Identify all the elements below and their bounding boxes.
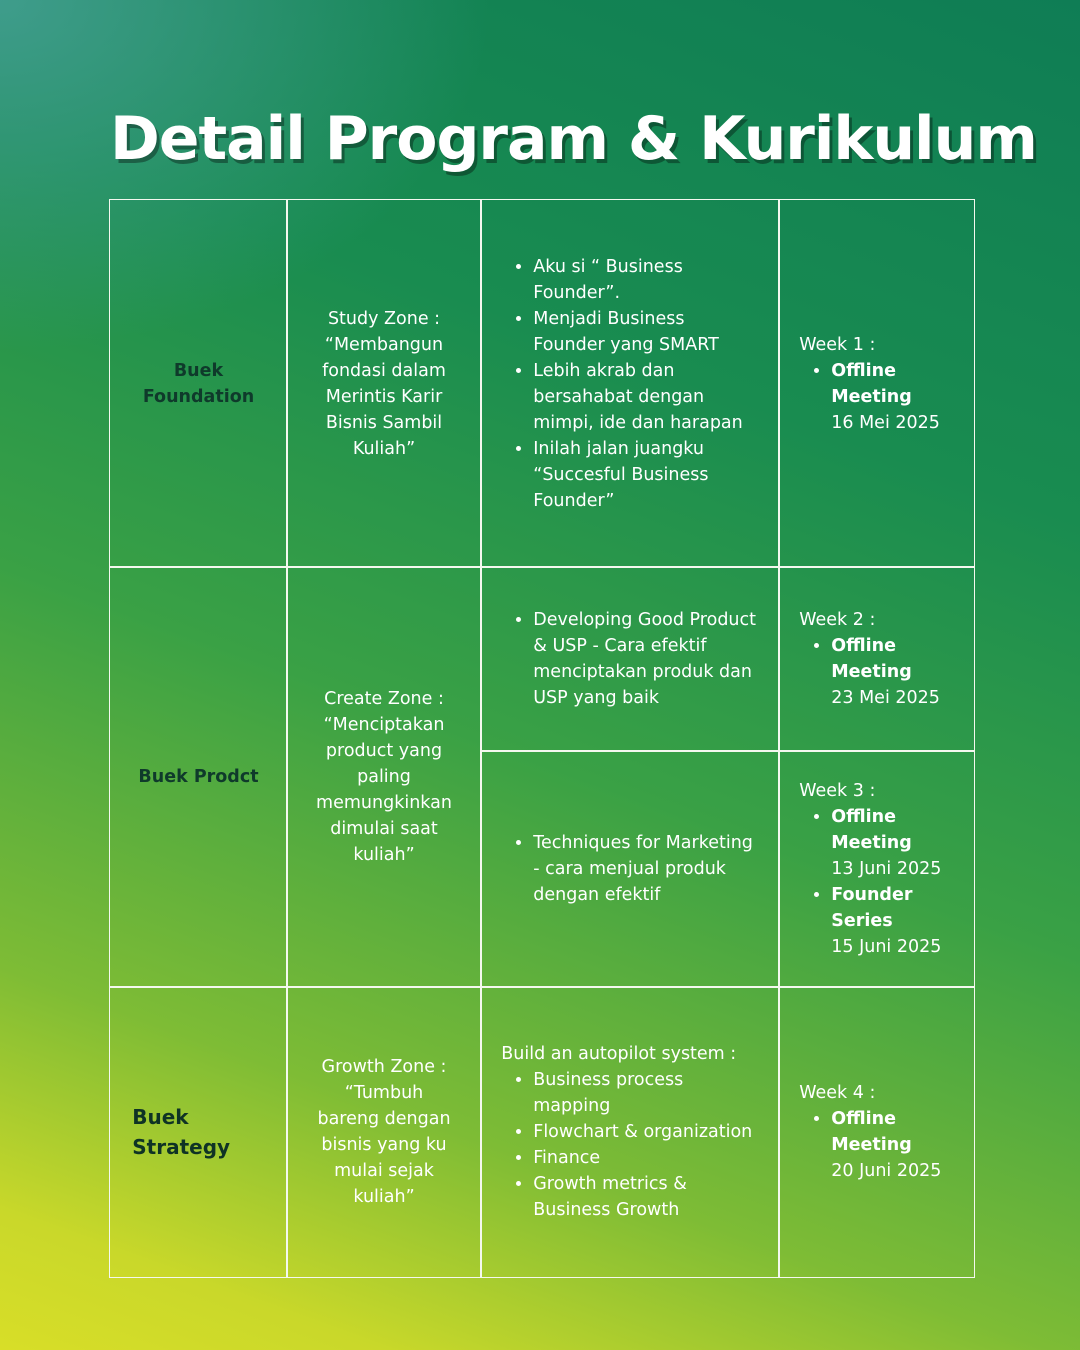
event-name: Meeting xyxy=(831,833,912,853)
topic-item: Flowchart & organization xyxy=(533,1119,757,1145)
topics-list: Developing Good Product & USP - Cara efe… xyxy=(501,607,757,711)
topic-item: Growth metrics & Business Growth xyxy=(533,1171,757,1223)
zone-line: “Tumbuh xyxy=(344,1083,424,1103)
event-name: Offline xyxy=(831,807,896,827)
zone-line: Study Zone : xyxy=(327,308,441,329)
topics-cell: Techniques for Marketing - cara menjual … xyxy=(480,750,780,988)
week-label: Week 2 : xyxy=(799,610,876,630)
schedule-cell: Week 3 : Offline Meeting 13 Juni 2025 Fo… xyxy=(778,750,975,988)
zone-line: mulai sejak xyxy=(334,1161,434,1181)
module-label: Buek Foundation xyxy=(143,358,254,410)
curriculum-table: Buek Foundation Study Zone : “Membangun … xyxy=(109,199,975,1278)
zone-line: fondasi dalam xyxy=(322,360,446,381)
module-label-cell: Buek Prodct xyxy=(109,566,288,988)
module-label: Buek Prodct xyxy=(138,767,259,787)
topic-item: Aku si “ Business Founder”. xyxy=(533,254,757,306)
topic-item: Developing Good Product & USP - Cara efe… xyxy=(533,607,757,711)
zone-line: paling xyxy=(357,767,411,787)
topics-cell: Developing Good Product & USP - Cara efe… xyxy=(480,566,780,752)
zone-line: Create Zone : xyxy=(324,689,444,709)
module-label-line: Buek xyxy=(173,360,224,381)
event-item: Offline Meeting 13 Juni 2025 xyxy=(831,804,941,882)
topic-item: Inilah jalan juangku “Succesful Business… xyxy=(533,436,757,514)
event-item: Offline Meeting 20 Juni 2025 xyxy=(831,1106,941,1184)
event-item: Founder Series 15 Juni 2025 xyxy=(831,882,941,960)
event-name: Founder xyxy=(831,885,913,905)
zone-line: kuliah” xyxy=(353,1187,415,1207)
topics-list: Techniques for Marketing - cara menjual … xyxy=(501,830,757,908)
zone-line: bareng dengan xyxy=(317,1109,451,1129)
schedule-cell: Week 4 : Offline Meeting 20 Juni 2025 xyxy=(778,986,975,1278)
event-name: Series xyxy=(831,911,893,931)
zone-line: Merintis Karir xyxy=(325,386,443,407)
topic-item: Business process mapping xyxy=(533,1067,757,1119)
zone-text: Create Zone : “Menciptakan product yang … xyxy=(316,686,452,868)
zone-line: “Menciptakan xyxy=(323,715,445,735)
module-label: Buek Strategy xyxy=(132,1102,230,1162)
event-item: Offline Meeting 23 Mei 2025 xyxy=(831,633,940,711)
event-item: Offline Meeting 16 Mei 2025 xyxy=(831,358,940,436)
zone-cell: Create Zone : “Menciptakan product yang … xyxy=(286,566,482,988)
topics-intro: Build an autopilot system : xyxy=(501,1044,737,1064)
topics-list: Aku si “ Business Founder”. Menjadi Busi… xyxy=(501,254,757,514)
zone-line: “Membangun xyxy=(324,334,444,355)
event-name: Offline xyxy=(831,636,896,656)
topics-cell: Aku si “ Business Founder”. Menjadi Busi… xyxy=(480,199,780,568)
schedule-cell: Week 1 : Offline Meeting 16 Mei 2025 xyxy=(778,199,975,568)
week-label: Week 1 : xyxy=(799,334,876,355)
module-label-line: Foundation xyxy=(142,386,255,407)
week-label: Week 4 : xyxy=(799,1083,876,1103)
topic-item: Menjadi Business Founder yang SMART xyxy=(533,306,757,358)
zone-line: bisnis yang ku xyxy=(321,1135,447,1155)
zone-text: Study Zone : “Membangun fondasi dalam Me… xyxy=(322,306,446,462)
module-label-line: Buek xyxy=(132,1105,189,1129)
zone-text: Growth Zone : “Tumbuh bareng dengan bisn… xyxy=(317,1054,450,1210)
zone-line: Bisnis Sambil xyxy=(325,412,443,433)
topic-item: Finance xyxy=(533,1145,757,1171)
week-label: Week 3 : xyxy=(799,781,876,801)
event-name: Offline xyxy=(831,1109,896,1129)
event-name: Offline xyxy=(831,360,896,381)
topic-item: Lebih akrab dan bersahabat dengan mimpi,… xyxy=(533,358,757,436)
module-label-line: Strategy xyxy=(132,1135,231,1159)
schedule-cell: Week 2 : Offline Meeting 23 Mei 2025 xyxy=(778,566,975,752)
zone-line: dimulai saat xyxy=(330,819,438,839)
event-date: 13 Juni 2025 xyxy=(831,859,942,879)
event-name: Meeting xyxy=(831,662,912,682)
zone-cell: Study Zone : “Membangun fondasi dalam Me… xyxy=(286,199,482,568)
topics-list: Business process mapping Flowchart & org… xyxy=(501,1067,757,1223)
event-date: 16 Mei 2025 xyxy=(831,412,940,433)
event-date: 20 Juni 2025 xyxy=(831,1161,942,1181)
event-name: Meeting xyxy=(831,386,912,407)
event-name: Meeting xyxy=(831,1135,912,1155)
zone-cell: Growth Zone : “Tumbuh bareng dengan bisn… xyxy=(286,986,482,1278)
event-date: 15 Juni 2025 xyxy=(831,937,942,957)
zone-line: memungkinkan xyxy=(316,793,452,813)
module-label-cell: Buek Strategy xyxy=(109,986,288,1278)
events-list: Offline Meeting 16 Mei 2025 xyxy=(799,358,940,436)
events-list: Offline Meeting 20 Juni 2025 xyxy=(799,1106,941,1184)
zone-line: Kuliah” xyxy=(352,438,416,459)
events-list: Offline Meeting 23 Mei 2025 xyxy=(799,633,940,711)
page-title: Detail Program & Kurikulum xyxy=(110,104,1038,174)
event-date: 23 Mei 2025 xyxy=(831,688,940,708)
module-label-cell: Buek Foundation xyxy=(109,199,288,568)
topics-cell: Build an autopilot system : Business pro… xyxy=(480,986,780,1278)
zone-line: product yang xyxy=(325,741,443,761)
topic-item: Techniques for Marketing - cara menjual … xyxy=(533,830,757,908)
zone-line: Growth Zone : xyxy=(321,1057,447,1077)
zone-line: kuliah” xyxy=(353,845,415,865)
events-list: Offline Meeting 13 Juni 2025 Founder Ser… xyxy=(799,804,941,960)
